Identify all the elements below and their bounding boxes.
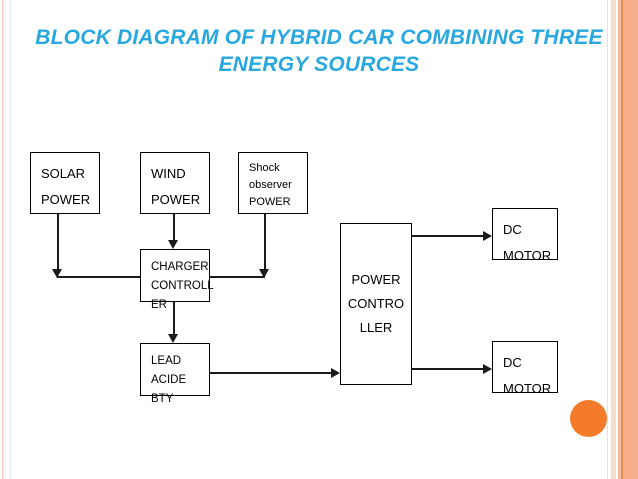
connector-shock-to-charger-vertical [264, 214, 266, 272]
block-lead-acid-battery: LEAD ACIDE BTY [140, 343, 210, 405]
arrowhead-right-dc-motor-top [483, 231, 492, 241]
arrowhead-down-charger [168, 334, 178, 343]
connector-battery-to-power-controller [210, 372, 332, 374]
block-shock-observer: Shock observer POWER [238, 152, 308, 214]
connector-solar-to-charger-horizontal [57, 276, 141, 278]
block-power-controller: POWER CONTRO LLER [340, 223, 412, 385]
block-charger-controller: CHARGER CONTROLL ER [140, 249, 214, 311]
orange-circle [570, 400, 607, 437]
arrowhead-right-dc-motor-bottom [483, 364, 492, 374]
arrowhead-down-wind [168, 240, 178, 249]
right-border-band-2 [611, 0, 616, 479]
slide-title: BLOCK DIAGRAM OF HYBRID CAR COMBINING TH… [35, 26, 603, 76]
connector-power-controller-to-dc-motor-bottom [412, 368, 484, 370]
left-border-band-1 [2, 0, 4, 479]
right-border-band-6 [623, 0, 638, 479]
right-border-band-4 [618, 0, 621, 479]
connector-charger-to-battery [173, 302, 175, 335]
connector-wind-to-charger [173, 214, 175, 241]
block-dc-motor-bottom: DC MOTOR [492, 341, 558, 396]
connector-solar-to-charger-vertical [57, 214, 59, 272]
block-wind-power: WIND POWER [140, 152, 210, 214]
right-border-band-3 [616, 0, 618, 479]
block-solar-power: SOLAR POWER [30, 152, 100, 214]
connector-charger-to-shock-horizontal [210, 276, 265, 278]
left-border-band-2 [5, 0, 6, 479]
right-border-band-1 [607, 0, 608, 479]
left-border-band-3 [10, 0, 11, 479]
block-dc-motor-top: DC MOTOR [492, 208, 558, 263]
arrowhead-right-battery [331, 368, 340, 378]
connector-power-controller-to-dc-motor-top [412, 235, 484, 237]
arrowhead-down-solar [52, 269, 62, 278]
right-border-band-5 [621, 0, 623, 479]
arrowhead-down-shock [259, 269, 269, 278]
